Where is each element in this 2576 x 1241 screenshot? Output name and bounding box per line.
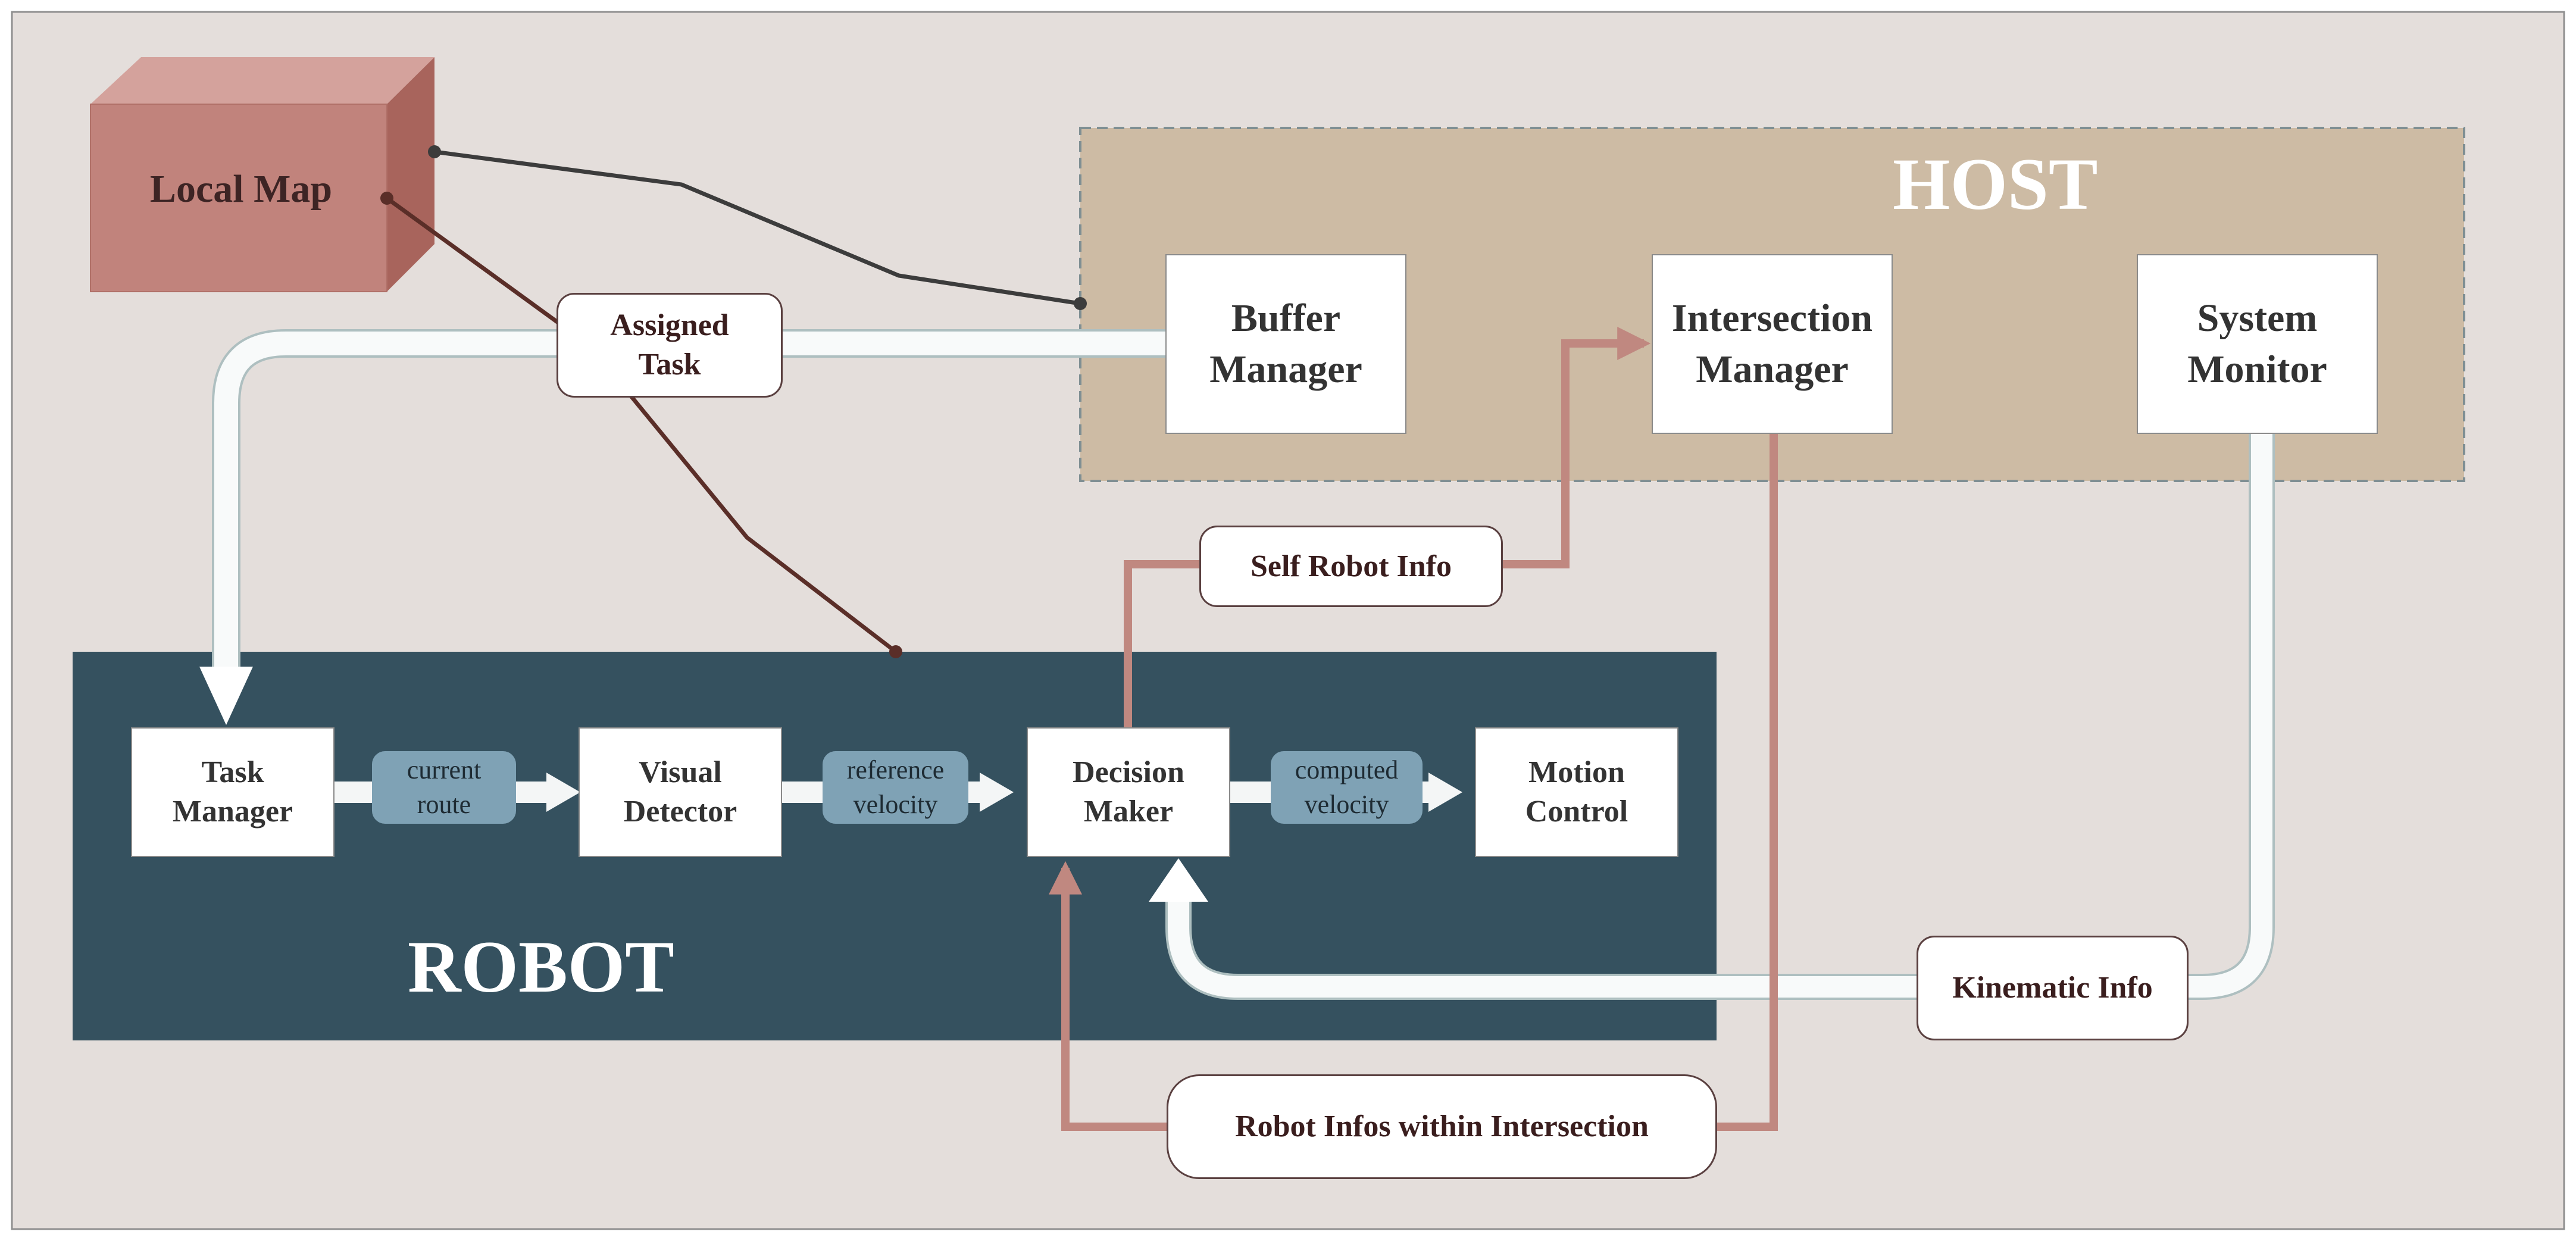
intersection-manager-box: Intersection Manager: [1652, 254, 1893, 434]
link-dot: [428, 145, 441, 158]
motion-control-line-2: Control: [1525, 795, 1628, 829]
buffer-manager-line-1: Buffer: [1231, 296, 1341, 340]
computed-velocity-signal: computed velocity: [1271, 751, 1423, 824]
visual-detector-line-2: Detector: [623, 795, 737, 829]
local-map-label: Local Map: [149, 167, 333, 211]
visual-detector-box: Visual Detector: [579, 727, 782, 857]
link-dot: [1074, 297, 1087, 310]
current-route-line-1: current: [407, 755, 482, 784]
decision-maker-line-2: Maker: [1083, 795, 1174, 829]
assigned-task-line-2: Task: [638, 348, 701, 382]
computed-velocity-line-2: velocity: [1304, 790, 1389, 819]
robot-title: ROBOT: [408, 926, 674, 1008]
kinematic-info-label: Kinematic Info: [1917, 936, 2189, 1040]
robot-infos-within-intersection-label: Robot Infos within Intersection: [1167, 1074, 1717, 1179]
link-dot: [889, 645, 902, 658]
task-manager-box: Task Manager: [131, 727, 334, 857]
local-map-link-buffer: [434, 149, 1081, 306]
current-route-signal: current route: [372, 751, 516, 824]
assigned-task-label: Assigned Task: [557, 293, 783, 398]
local-map-cube: [90, 57, 434, 292]
self-robot-info-flow: [1124, 327, 1651, 727]
visual-detector-line-1: Visual: [639, 755, 722, 789]
assigned-task-line-1: Assigned: [610, 308, 729, 342]
reference-velocity-line-2: velocity: [853, 790, 938, 819]
task-manager-line-2: Manager: [172, 795, 293, 829]
buffer-manager-line-2: Manager: [1209, 348, 1362, 391]
kinematic-info-flow: [1149, 433, 2275, 1000]
system-monitor-line-1: System: [2197, 296, 2318, 340]
assigned-task-flow: [199, 329, 1167, 725]
robot-infos-within-intersection-text: Robot Infos within Intersection: [1235, 1109, 1649, 1143]
system-monitor-line-2: Monitor: [2187, 348, 2327, 391]
assigned-task-arrowhead: [199, 667, 253, 725]
intersection-manager-line-1: Intersection: [1671, 296, 1873, 340]
task-manager-line-1: Task: [201, 755, 264, 789]
motion-control-line-1: Motion: [1528, 755, 1625, 789]
buffer-manager-box: Buffer Manager: [1165, 254, 1406, 434]
intersection-manager-line-2: Manager: [1696, 348, 1849, 391]
local-map-link-robot: [385, 196, 898, 654]
host-title: HOST: [1893, 143, 2098, 225]
decision-maker-line-1: Decision: [1073, 755, 1184, 789]
current-route-line-2: route: [417, 790, 471, 819]
system-monitor-box: System Monitor: [2137, 254, 2378, 434]
self-robot-info-label: Self Robot Info: [1199, 526, 1503, 607]
self-robot-info-text: Self Robot Info: [1250, 549, 1452, 583]
link-dot: [380, 192, 393, 205]
computed-velocity-line-1: computed: [1295, 755, 1399, 784]
reference-velocity-signal: reference velocity: [823, 751, 968, 824]
kinematic-info-arrowhead: [1149, 858, 1208, 902]
decision-maker-box: Decision Maker: [1027, 727, 1230, 857]
motion-control-box: Motion Control: [1475, 727, 1678, 857]
reference-velocity-line-1: reference: [846, 755, 945, 784]
kinematic-info-text: Kinematic Info: [1952, 971, 2153, 1005]
